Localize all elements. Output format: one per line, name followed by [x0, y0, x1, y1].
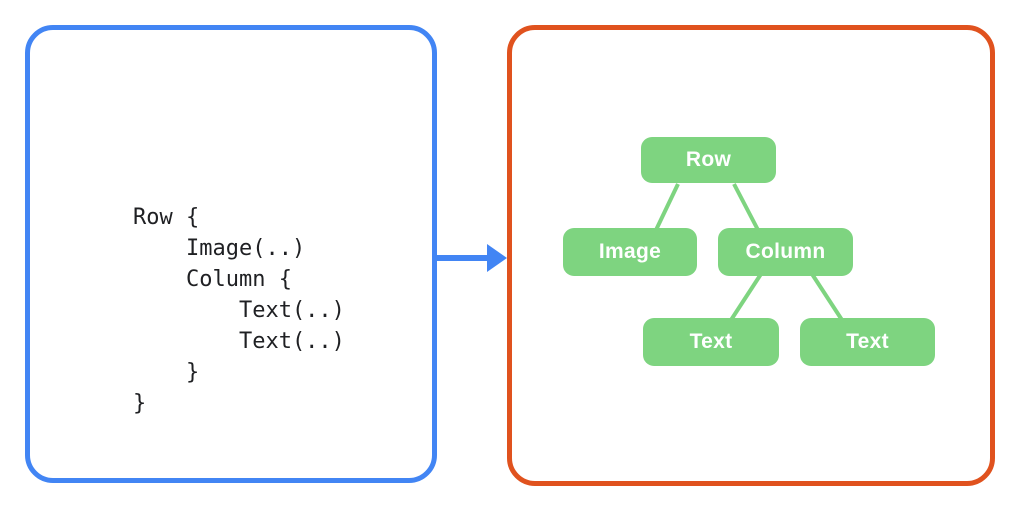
tree-node-row: Row	[641, 137, 776, 183]
tree-node-text-2: Text	[800, 318, 935, 366]
tree-node-image: Image	[563, 228, 697, 276]
code-panel: Row { Image(..) Column { Text(..) Text(.…	[25, 25, 437, 483]
tree-node-text-1: Text	[643, 318, 779, 366]
flow-arrow-head-icon	[487, 244, 507, 272]
tree-node-column: Column	[718, 228, 853, 276]
source-code: Row { Image(..) Column { Text(..) Text(.…	[133, 205, 345, 416]
flow-arrow-shaft	[437, 255, 489, 261]
